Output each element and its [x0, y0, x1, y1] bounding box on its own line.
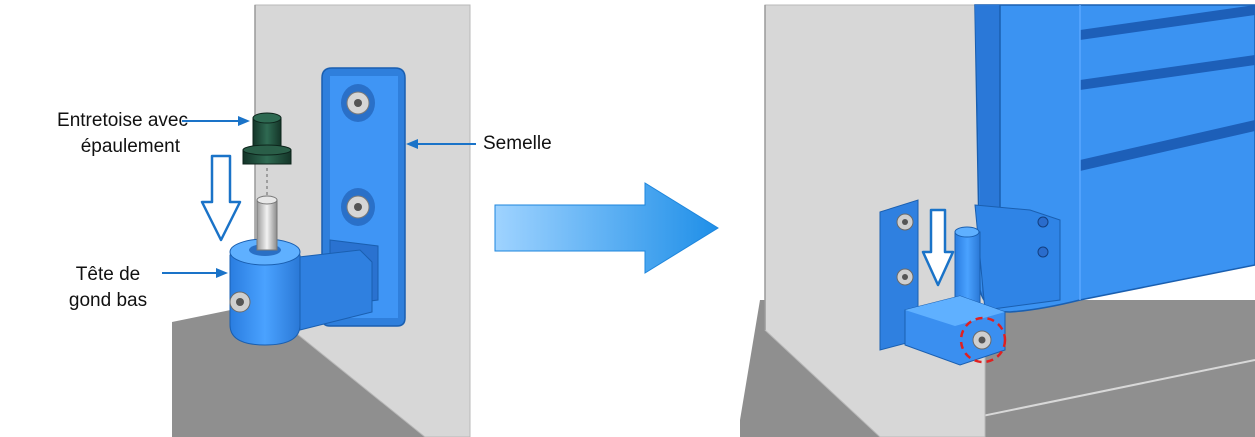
- label-tete-line1: Tête de: [75, 264, 141, 285]
- label-tete-line2: gond bas: [68, 290, 148, 311]
- label-entretoise: Entretoise avec épaulement: [8, 108, 188, 160]
- screw-icon: [896, 268, 914, 286]
- arrow-down-icon: [921, 208, 955, 287]
- left-scene: [162, 4, 476, 437]
- label-entretoise-line1: Entretoise avec: [57, 110, 188, 131]
- arrow-right-icon: [494, 182, 719, 274]
- arrow-down-icon: [200, 154, 242, 242]
- highlight-circle: [959, 316, 1007, 364]
- spacer-entretoise: [242, 112, 292, 165]
- hinge-head: [229, 238, 373, 346]
- screw-icon: [972, 330, 992, 350]
- screw-icon: [229, 291, 251, 313]
- label-semelle: Semelle: [483, 133, 552, 154]
- label-tete-de-gond: Tête de gond bas: [48, 262, 168, 314]
- hinge-pin: [256, 195, 278, 251]
- label-entretoise-line2: épaulement: [80, 136, 180, 157]
- screw-icon: [341, 84, 375, 122]
- gate-hinge-bracket: [954, 204, 1061, 321]
- leader-lines: [162, 116, 476, 278]
- right-scene: [740, 4, 1255, 437]
- screw-icon: [341, 188, 375, 226]
- screw-icon: [896, 213, 914, 231]
